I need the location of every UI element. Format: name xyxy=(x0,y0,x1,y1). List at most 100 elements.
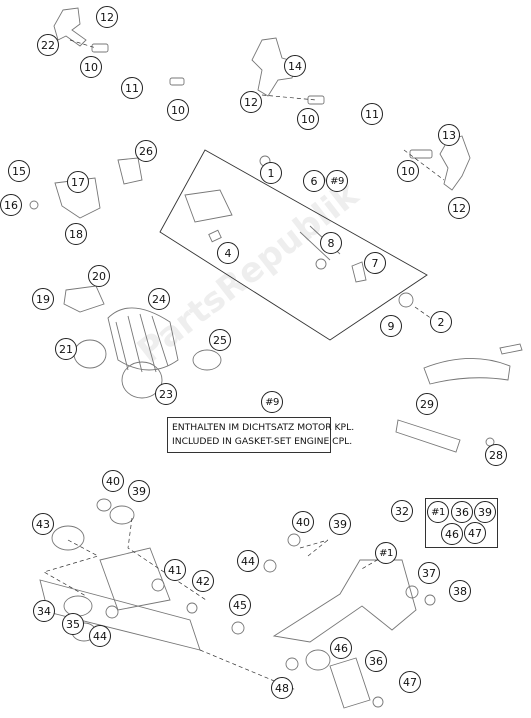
leader-2 xyxy=(414,306,433,320)
callout-46: 46 xyxy=(441,523,463,545)
sensor-20 xyxy=(63,285,105,313)
callout-41: 41 xyxy=(164,559,186,581)
callout-9: 9 xyxy=(380,315,402,337)
nut-44-a xyxy=(105,605,119,619)
callout-29: 29 xyxy=(416,393,438,415)
callout-20: 20 xyxy=(88,265,110,287)
part-45 xyxy=(231,621,245,635)
pin-1 xyxy=(169,77,185,86)
leader-#1 xyxy=(359,555,385,571)
callout-24: 24 xyxy=(148,288,170,310)
leader-top xyxy=(69,39,445,181)
callout-10: 10 xyxy=(167,99,189,121)
callout-39: 39 xyxy=(329,513,351,535)
callout-15: 15 xyxy=(8,160,30,182)
part-42 xyxy=(186,602,198,614)
callout-32: 32 xyxy=(391,500,413,522)
bearing-25 xyxy=(192,349,222,371)
callout-48: 48 xyxy=(271,677,293,699)
callout-19: 19 xyxy=(32,288,54,310)
group-outline xyxy=(159,149,428,341)
callout-ref-9-note: #9 xyxy=(261,391,283,413)
part-37 xyxy=(405,585,419,599)
rubber-boot xyxy=(107,307,179,371)
note-german: ENTHALTEN IM DICHTSATZ MOTOR KPL. xyxy=(172,422,355,433)
callout-12: 12 xyxy=(448,197,470,219)
ring-23 xyxy=(121,361,163,399)
callout-21: 21 xyxy=(55,338,77,360)
callout-28: 28 xyxy=(485,444,507,466)
spring-2 xyxy=(307,95,325,105)
bolt-48 xyxy=(285,657,299,671)
pedal-tip xyxy=(499,343,523,355)
shift-pedal xyxy=(272,559,417,643)
callout-34: 34 xyxy=(33,600,55,622)
gasket-set-note: ENTHALTEN IM DICHTSATZ MOTOR KPL. INCLUD… xyxy=(167,417,355,453)
bolt-16 xyxy=(29,200,39,210)
callout-17: 17 xyxy=(67,171,89,193)
callout-47: 47 xyxy=(464,522,486,544)
callout-46: 46 xyxy=(330,637,352,659)
callout-16: 16 xyxy=(0,194,22,216)
callout-13: 13 xyxy=(438,124,460,146)
callout-43: 43 xyxy=(32,513,54,535)
spring-1 xyxy=(91,43,109,53)
callout-44: 44 xyxy=(237,550,259,572)
bearing-39 xyxy=(109,505,135,525)
callout-23: 23 xyxy=(155,383,177,405)
callout-26: 26 xyxy=(135,140,157,162)
callout-25: 25 xyxy=(209,329,231,351)
callout-40: 40 xyxy=(292,511,314,533)
callout-10: 10 xyxy=(297,108,319,130)
callout-ref-1: #1 xyxy=(427,501,449,523)
callout-4: 4 xyxy=(217,242,239,264)
callout-38: 38 xyxy=(449,580,471,602)
callout-6: 6 xyxy=(303,170,325,192)
o-ring-21 xyxy=(73,339,107,369)
gasket-kit-box xyxy=(425,498,498,548)
rubber-36 xyxy=(329,657,371,709)
linkage-rod xyxy=(39,579,201,651)
callout-11: 11 xyxy=(121,77,143,99)
callout-12: 12 xyxy=(240,91,262,113)
lever-7 xyxy=(351,261,367,283)
callout-18: 18 xyxy=(65,223,87,245)
callout-42: 42 xyxy=(192,570,214,592)
bushing-43 xyxy=(51,525,85,551)
washer-9 xyxy=(398,292,414,308)
callout-1: 1 xyxy=(260,162,282,184)
callout-45: 45 xyxy=(229,594,251,616)
callout-37: 37 xyxy=(418,562,440,584)
pin-4 xyxy=(208,229,222,243)
callout-12: 12 xyxy=(96,6,118,28)
shift-drum xyxy=(184,189,233,223)
callout-ref-9: #9 xyxy=(326,170,348,192)
callout-36: 36 xyxy=(451,501,473,523)
shim-8 xyxy=(315,258,327,270)
callout-2: 2 xyxy=(430,311,452,333)
shift-fork-3 xyxy=(439,135,471,191)
shift-sensor xyxy=(117,157,143,185)
callout-7: 7 xyxy=(364,252,386,274)
callout-11: 11 xyxy=(361,103,383,125)
part-38 xyxy=(424,594,436,606)
shaft-29 xyxy=(395,419,461,453)
callout-47: 47 xyxy=(399,671,421,693)
callout-44: 44 xyxy=(89,625,111,647)
callout-39: 39 xyxy=(128,480,150,502)
callout-ref-1-pedal: #1 xyxy=(375,542,397,564)
part-47 xyxy=(372,696,384,708)
nut-40-b xyxy=(287,533,301,547)
callout-10: 10 xyxy=(80,56,102,78)
callout-14: 14 xyxy=(284,55,306,77)
linkage-arm xyxy=(99,547,171,611)
part-41 xyxy=(151,578,165,592)
leader-lower-2 xyxy=(127,517,207,601)
nut-40 xyxy=(96,498,112,512)
callout-40: 40 xyxy=(102,470,124,492)
nut-44-b xyxy=(263,559,277,573)
callout-36: 36 xyxy=(365,650,387,672)
leader-lower-1 xyxy=(43,539,99,597)
